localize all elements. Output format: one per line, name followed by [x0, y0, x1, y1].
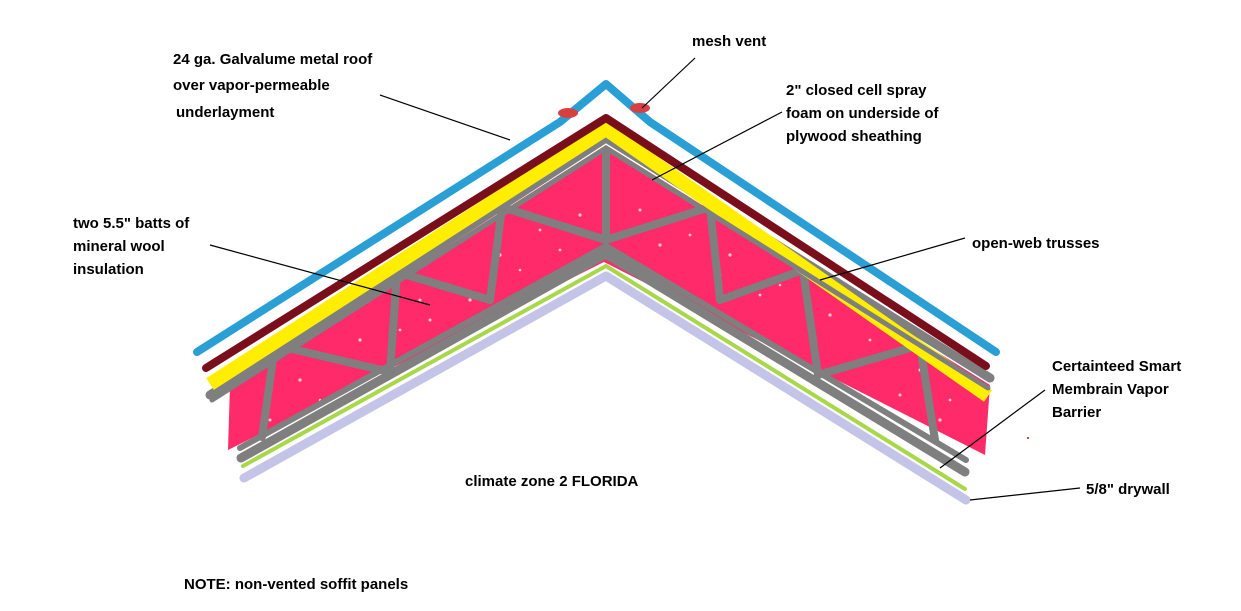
- truss-top-chord-edge: [209, 145, 991, 403]
- leader-lines: [209, 57, 1081, 501]
- roof-label-line2: over vapor-permeable: [173, 77, 330, 94]
- drywall-leader: [969, 487, 1081, 501]
- batts-label-line1: two 5.5" batts of: [73, 215, 190, 232]
- drywall-label: 5/8" drywall: [1086, 481, 1170, 498]
- trusses-leader: [819, 237, 966, 281]
- mesh-vent-right: [630, 103, 650, 113]
- vapor-barrier-membrane: [241, 264, 967, 491]
- batts-leader: [209, 244, 431, 306]
- batts-label-line3: insulation: [73, 261, 144, 278]
- membrane-label-line3: Barrier: [1052, 404, 1101, 421]
- membrane-leader: [939, 389, 1046, 469]
- climate-label: climate zone 2 FLORIDA: [465, 473, 639, 490]
- membrane-label-line2: Membrain Vapor: [1052, 381, 1169, 398]
- plywood-sheathing: [202, 114, 990, 372]
- roof-leader: [379, 94, 511, 141]
- membrane-label-line1: Certainteed Smart: [1052, 358, 1181, 375]
- roof-label-line3: underlayment: [176, 104, 274, 121]
- metal-roof: [193, 80, 1000, 356]
- truss-top-chord: [205, 133, 995, 400]
- foam-leader: [651, 111, 783, 181]
- trusses-label: open-web trusses: [972, 235, 1100, 252]
- foam-label-line2: foam on underside of: [786, 105, 940, 122]
- vent-leader: [641, 57, 696, 109]
- truss-bottom-chord: [236, 249, 970, 477]
- batts-label-line2: mineral wool: [73, 238, 165, 255]
- mesh-vent-left: [558, 108, 578, 118]
- roof-label-line1: 24 ga. Galvalume metal roof: [173, 51, 373, 68]
- drywall-layer: [239, 271, 971, 505]
- truss-bottom-chord-2: [237, 243, 969, 463]
- vent-label: mesh vent: [692, 33, 766, 50]
- foam-label-line1: 2" closed cell spray: [786, 82, 927, 99]
- note-label: NOTE: non-vented soffit panels: [184, 576, 408, 593]
- foam-label-line3: plywood sheathing: [786, 128, 922, 145]
- stray-mark: [1027, 437, 1029, 439]
